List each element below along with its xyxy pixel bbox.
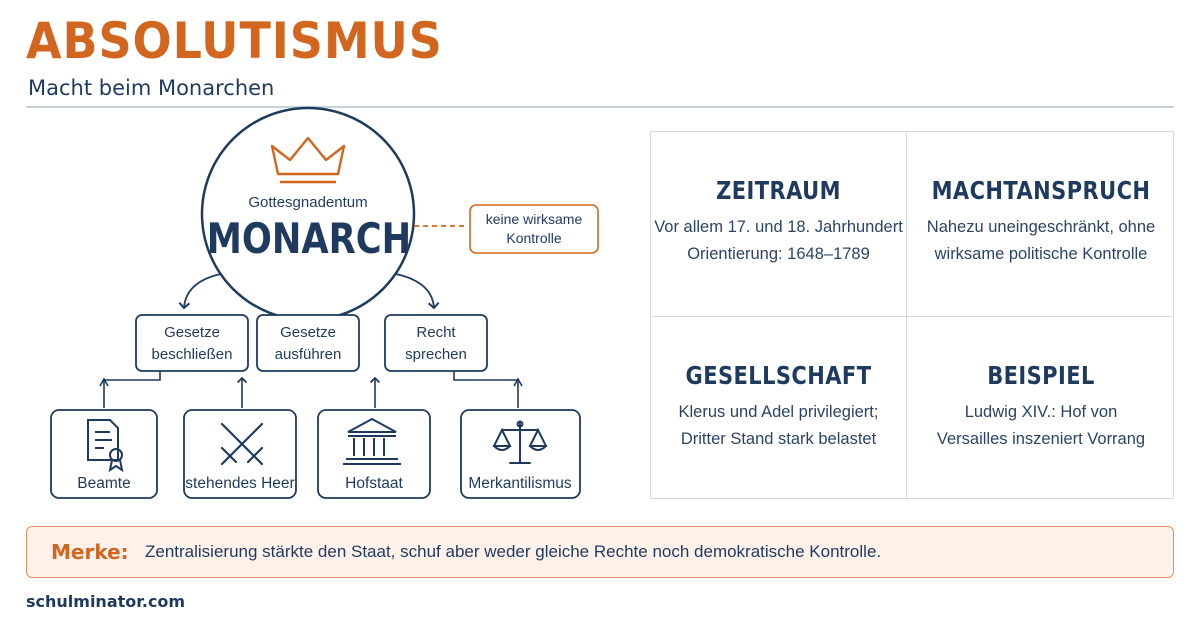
merke-text: Zentralisierung stärkte den Staat, schuf…: [145, 542, 882, 561]
svg-text:beschließen: beschließen: [152, 346, 233, 363]
fact-line: Vor allem 17. und 18. Jahrhundert: [654, 218, 903, 236]
fact-line: Ludwig XIV.: Hof von: [964, 403, 1118, 421]
palace-icon: [343, 417, 401, 465]
no-control-note: [469, 204, 599, 254]
fact-line: wirksame politische Kontrolle: [934, 245, 1148, 263]
monarch-caption: Gottesgnadentum: [248, 194, 367, 211]
page-subtitle: Macht beim Monarchen: [28, 76, 275, 100]
svg-text:ausführen: ausführen: [275, 346, 342, 363]
svg-text:sprechen: sprechen: [405, 346, 467, 363]
no-control-note-line1: keine wirksame: [486, 211, 583, 227]
function-box-legislative: Gesetze beschließen: [135, 314, 249, 372]
pillar-box-merkantilismus: Merkantilismus: [460, 409, 581, 499]
arrow-beamte: [103, 371, 161, 408]
function-box-judiciary: Recht sprechen: [384, 314, 488, 372]
fact-line: Nahezu uneingeschränkt, ohne: [926, 218, 1156, 236]
fact-cell-gesellschaft: GESELLSCHAFT Klerus und Adel privilegier…: [651, 317, 906, 501]
fact-title: GESELLSCHAFT: [685, 361, 872, 390]
footer-site: schulminator.com: [26, 592, 186, 611]
no-control-note-line2: Kontrolle: [506, 230, 561, 246]
function-box-executive: Gesetze ausführen: [256, 314, 360, 372]
facts-grid: ZEITRAUM Vor allem 17. und 18. Jahrhunde…: [650, 131, 1174, 499]
merke-label: Merke:: [51, 540, 129, 564]
fact-cell-machtanspruch: MACHTANSPRUCH Nahezu uneingeschränkt, oh…: [907, 132, 1175, 316]
svg-text:Gesetze: Gesetze: [280, 324, 336, 341]
page-title: ABSOLUTISMUS: [26, 12, 443, 70]
fact-line: Dritter Stand stark belastet: [680, 430, 877, 448]
fact-line: Klerus und Adel privilegiert;: [678, 403, 879, 421]
fact-line: Orientierung: 1648–1789: [687, 245, 870, 263]
crossed-swords-icon: [220, 422, 264, 466]
fact-title: BEISPIEL: [987, 361, 1095, 390]
svg-text:Merkantilismus: Merkantilismus: [468, 475, 572, 492]
svg-text:Gesetze: Gesetze: [164, 324, 220, 341]
fact-title: MACHTANSPRUCH: [931, 176, 1151, 205]
crown-icon: [270, 136, 346, 184]
fact-title: ZEITRAUM: [716, 176, 841, 205]
arrow-merkantilismus: [453, 371, 519, 408]
scales-icon: [492, 420, 548, 464]
monarch-label: MONARCH: [207, 215, 411, 264]
svg-text:Hofstaat: Hofstaat: [345, 475, 403, 492]
pillar-box-beamte: Beamte: [50, 409, 158, 499]
fact-cell-zeitraum: ZEITRAUM Vor allem 17. und 18. Jahrhunde…: [651, 132, 906, 316]
pillar-box-heer: stehendes Heer: [183, 409, 297, 499]
svg-text:Beamte: Beamte: [77, 475, 130, 492]
svg-text:stehendes Heer: stehendes Heer: [185, 475, 294, 492]
certificate-icon: [87, 419, 124, 473]
fact-line: Versailles inszeniert Vorrang: [936, 430, 1146, 448]
header-divider: [26, 106, 1174, 108]
merke-box: Merke: Zentralisierung stärkte den Staat…: [26, 526, 1174, 578]
pillar-box-hofstaat: Hofstaat: [317, 409, 431, 499]
svg-text:Recht: Recht: [416, 324, 456, 341]
